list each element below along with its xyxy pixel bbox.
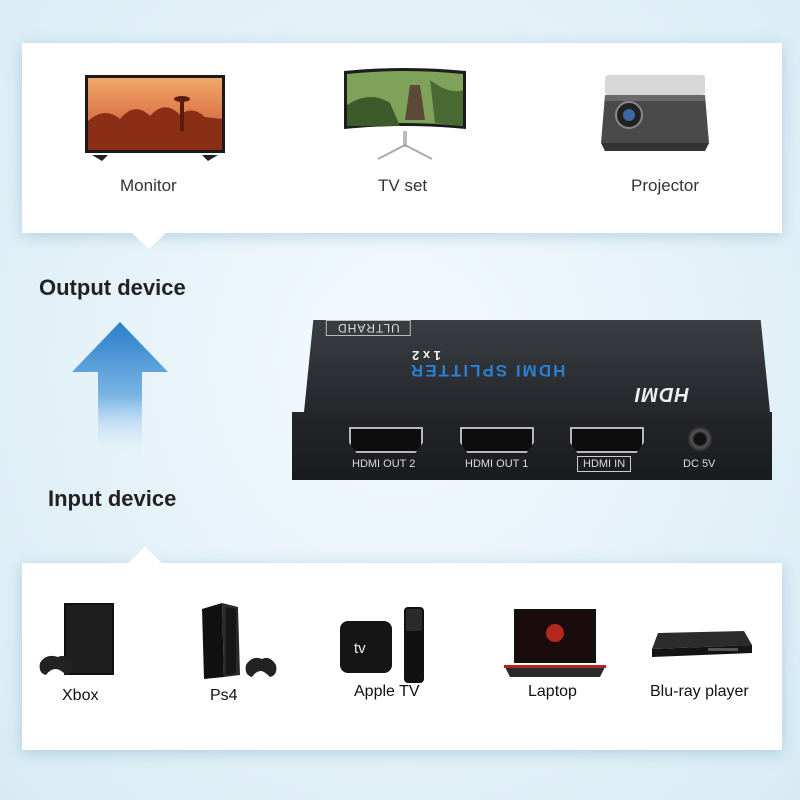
device-label: Xbox <box>62 687 99 704</box>
ps4-icon <box>202 603 277 679</box>
hdmi-out-2-port[interactable] <box>349 427 423 453</box>
bluray-player-icon <box>652 631 752 657</box>
input-device-heading: Input device <box>48 486 177 511</box>
device-label: Blu-ray player <box>650 683 749 700</box>
device-tv-set: TV set <box>340 65 470 215</box>
hdmi-out-1-port[interactable] <box>460 427 534 453</box>
splitter-title: HDMI SPLITTER <box>409 361 566 380</box>
splitter-front-face: HDMI OUT 2 HDMI OUT 1 HDMI IN DC 5V <box>292 412 772 480</box>
hdmi-in-port[interactable] <box>570 427 644 453</box>
input-device-panel: Xbox Ps4 tv Apple TV Laptop <box>22 547 782 750</box>
hdmi-splitter-device: ULTRAHD 1 x 2 HDMI SPLITTER HDMI HDMI OU… <box>292 320 772 480</box>
panel-pointer <box>132 233 166 249</box>
arrow-up-icon <box>72 322 168 458</box>
device-projector: Projector <box>587 65 727 215</box>
port-label: DC 5V <box>683 458 716 470</box>
device-laptop: Laptop <box>500 605 610 715</box>
port-label: HDMI OUT 1 <box>465 458 529 470</box>
port-label: HDMI OUT 2 <box>352 458 416 470</box>
hdmi-logo: HDMI <box>634 383 690 405</box>
device-bluray-player: Blu-ray player <box>648 623 768 715</box>
device-label: TV set <box>378 176 428 195</box>
xbox-icon <box>39 603 114 675</box>
dc-power-jack[interactable] <box>687 426 713 452</box>
device-monitor: Monitor <box>80 71 230 221</box>
device-xbox: Xbox <box>36 595 136 715</box>
device-label: Ps4 <box>210 687 238 704</box>
device-label: Laptop <box>528 683 577 700</box>
device-apple-tv: tv Apple TV <box>332 599 442 715</box>
splitter-top-face: ULTRAHD 1 x 2 HDMI SPLITTER HDMI <box>304 320 770 412</box>
device-label: Projector <box>631 176 700 195</box>
laptop-icon <box>504 609 606 677</box>
tv-icon <box>344 68 466 160</box>
apple-tv-icon: tv <box>340 607 424 683</box>
device-ps4: Ps4 <box>194 593 294 713</box>
monitor-icon <box>85 75 225 161</box>
projector-icon <box>601 75 709 151</box>
device-label: Monitor <box>120 176 177 195</box>
svg-text:tv: tv <box>354 640 366 657</box>
device-label: Apple TV <box>354 683 420 700</box>
port-label: HDMI IN <box>577 456 632 472</box>
output-device-panel: Monitor TV set Projector <box>22 43 782 249</box>
ultrahd-badge: ULTRAHD <box>326 320 411 336</box>
output-device-heading: Output device <box>39 275 186 300</box>
panel-pointer <box>128 547 162 563</box>
